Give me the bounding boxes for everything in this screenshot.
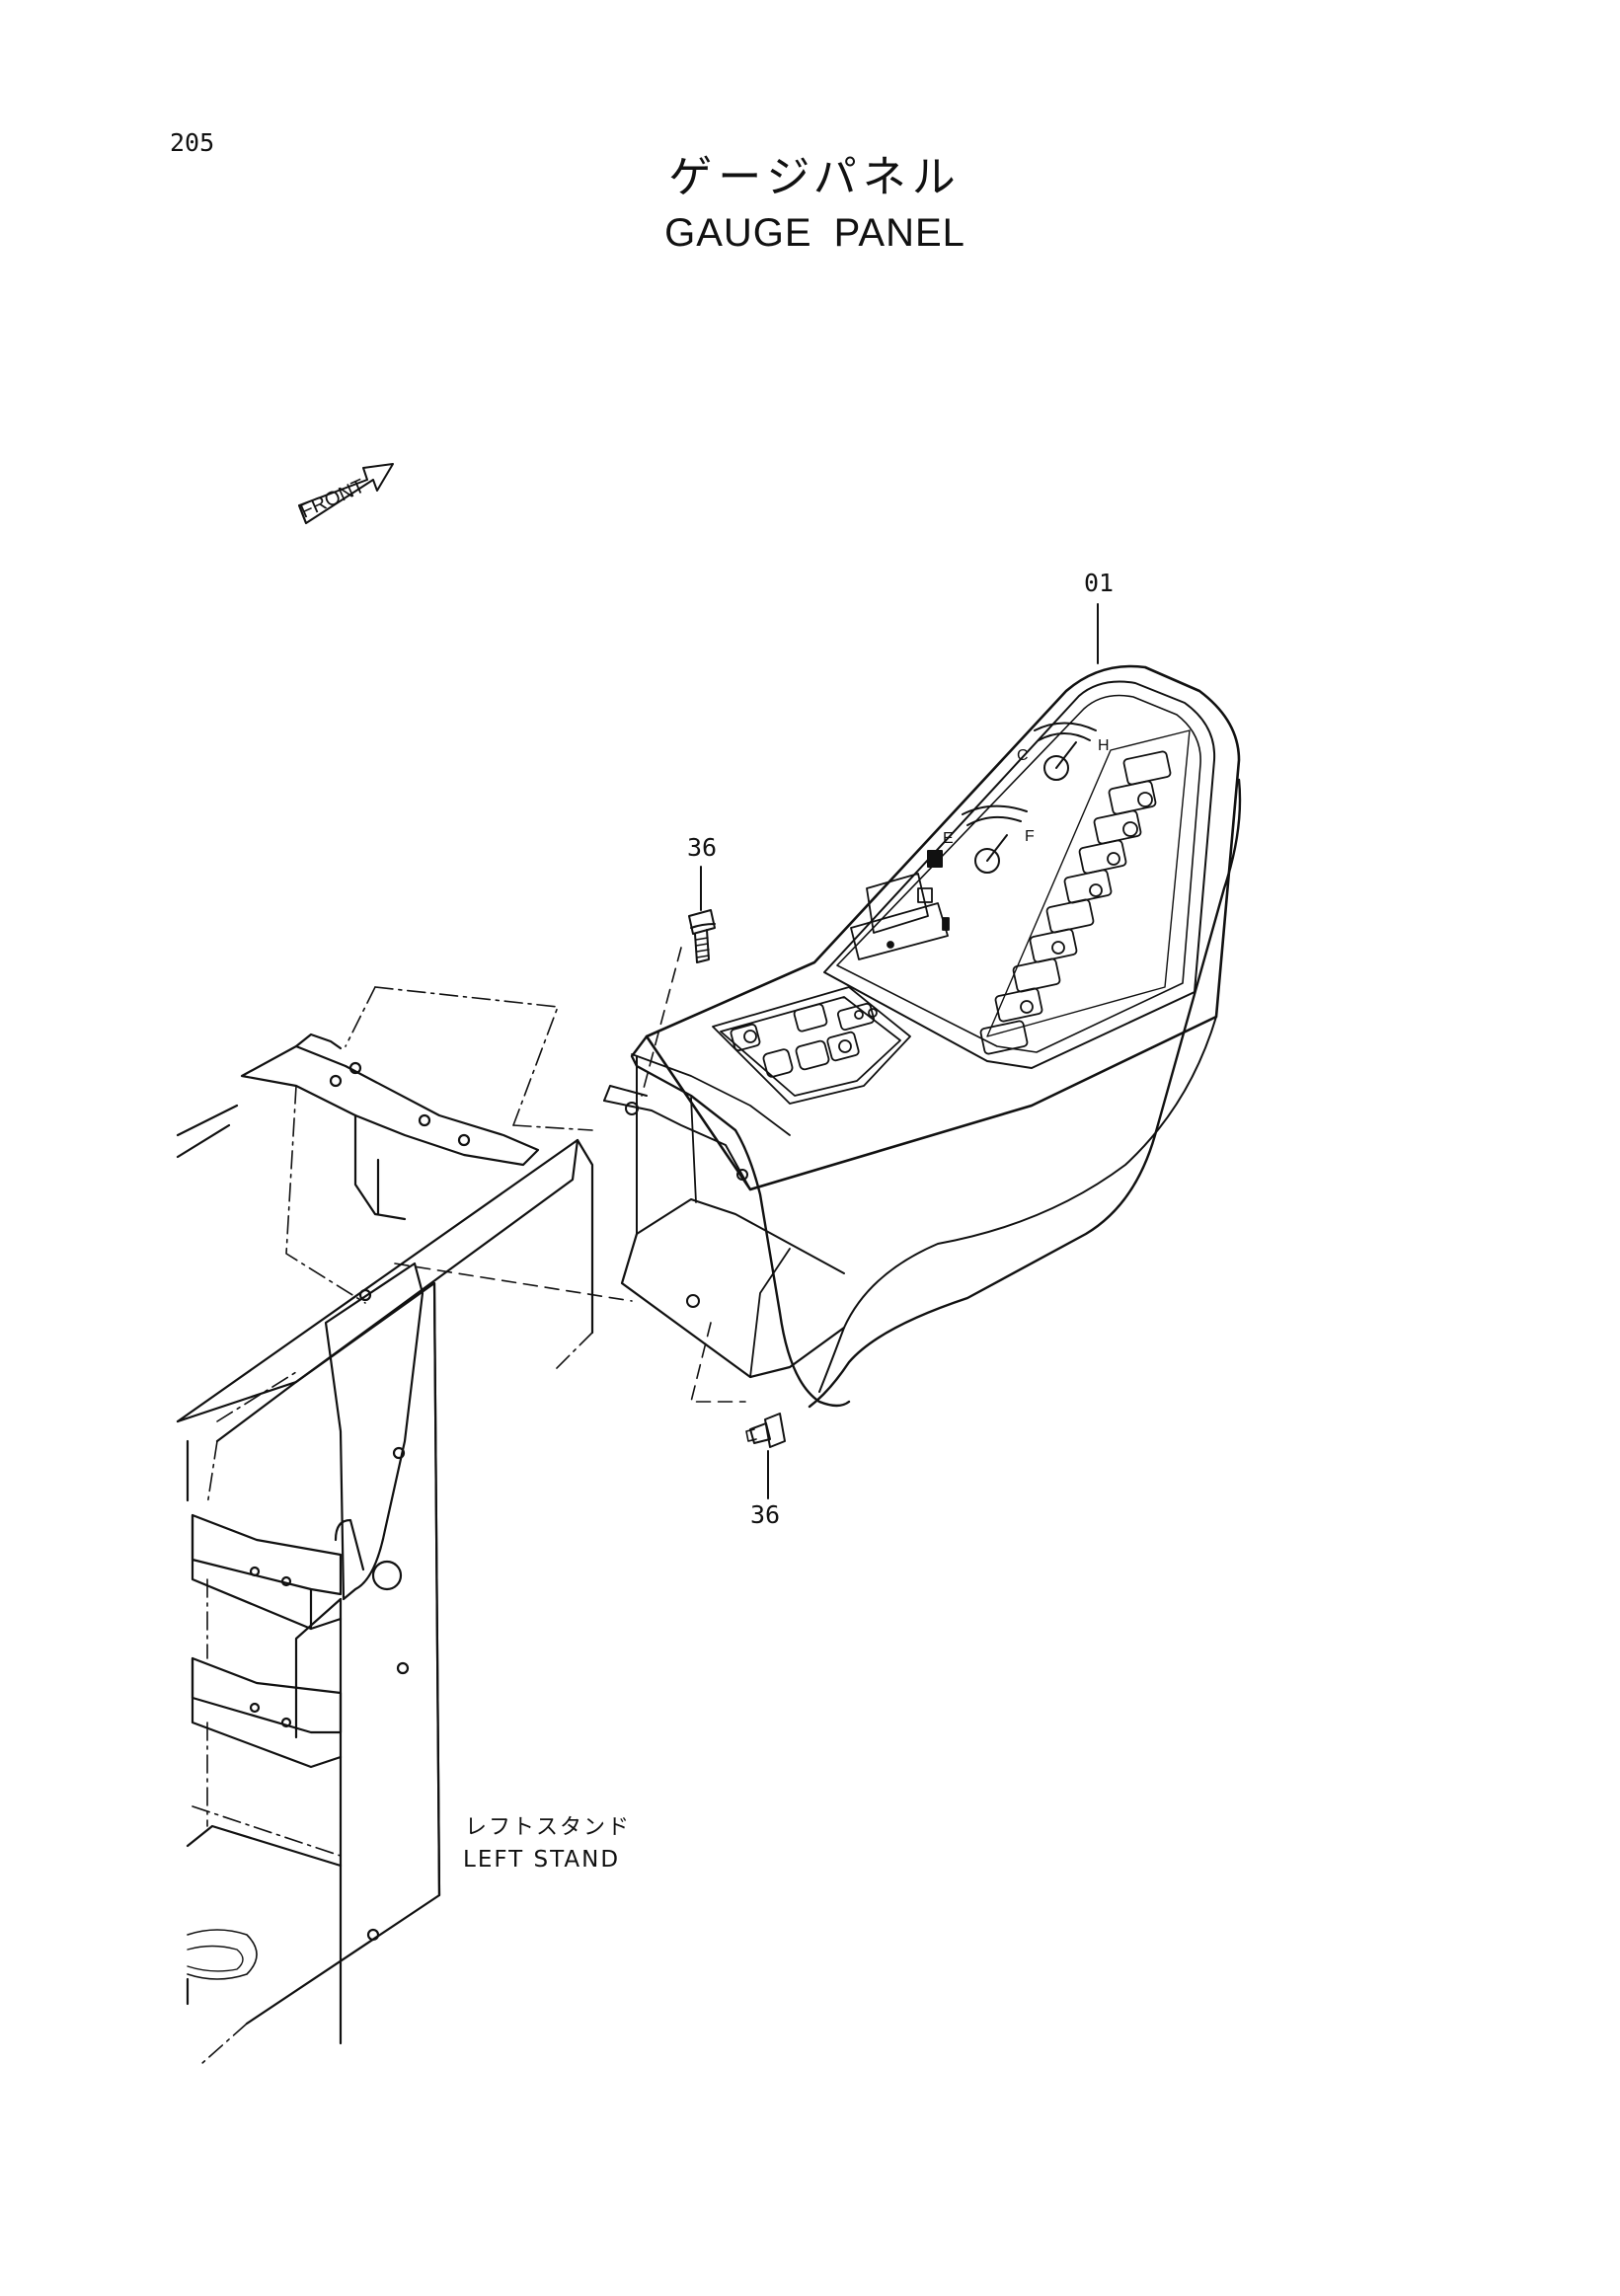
front-arrow-label: FRONT (297, 475, 368, 522)
front-arrow-icon: FRONT (297, 463, 394, 524)
indicator-lamp-6 (1045, 898, 1095, 934)
switch-5 (826, 1031, 860, 1062)
switch-3 (793, 1003, 828, 1033)
leader-lines (700, 603, 1099, 1499)
diagram-title-english: GAUGE PANEL (664, 211, 965, 255)
indicator-lamp-9 (994, 987, 1043, 1023)
indicator-lamp-1 (1122, 750, 1172, 786)
temperature-gauge: C H (1017, 722, 1110, 781)
assembly-guide-lines (394, 947, 746, 1403)
left-stand-frame (176, 1033, 594, 2045)
fuel-pump-icon (927, 850, 943, 868)
fuel-empty-mark: E (943, 830, 954, 847)
indicator-lamp-7 (1029, 928, 1078, 963)
switch-2 (762, 1048, 794, 1078)
diagram-title-japanese: ゲージパネル (668, 152, 962, 202)
left-stand-label-japanese: レフトスタンド (465, 1815, 632, 1840)
left-stand-label-english: LEFT STAND (463, 1847, 621, 1873)
callout-36-top: 36 (687, 833, 718, 862)
gauge-panel-housing (603, 664, 1242, 1409)
fuel-gauge: E F (927, 804, 1035, 874)
bolt-36-bottom (686, 1294, 786, 1448)
indicator-lamp-column (979, 729, 1191, 1055)
temperature-cold-mark: C (1017, 747, 1029, 764)
phantom-lines (192, 986, 593, 2064)
page-number: 205 (170, 128, 215, 157)
switch-4 (795, 1039, 830, 1071)
hour-meter (850, 873, 950, 960)
indicator-lamp-3 (1093, 809, 1142, 845)
temperature-hot-mark: H (1098, 737, 1110, 754)
switch-block (712, 986, 911, 1105)
callout-36-bottom: 36 (750, 1500, 781, 1529)
bolt-36-top (688, 909, 716, 963)
indicator-lamp-2 (1108, 780, 1157, 815)
switch-1 (730, 1024, 761, 1051)
indicator-lamp-10 (979, 1020, 1029, 1055)
fuel-full-mark: F (1025, 828, 1035, 845)
callout-01: 01 (1084, 569, 1115, 597)
switch-6 (836, 1002, 876, 1032)
indicator-lamp-8 (1012, 957, 1061, 993)
indicator-lamp-5 (1063, 869, 1113, 904)
indicator-lamp-4 (1078, 839, 1127, 875)
